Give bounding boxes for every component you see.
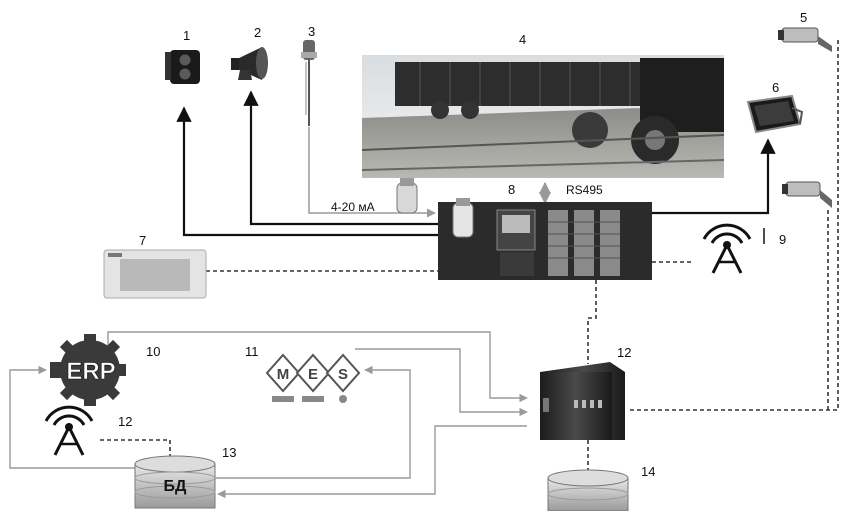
antenna-icon-2 (46, 407, 92, 455)
label-12-server: 12 (617, 345, 631, 360)
floodlight-icon (748, 96, 802, 132)
mes-logo-icon: M E S (267, 355, 359, 403)
label-8: 8 (508, 182, 515, 197)
flow-mes-to-server (355, 349, 527, 412)
erp-label: ERP (66, 358, 115, 385)
rs485-label: RS495 (566, 183, 603, 197)
railcar-photo (362, 55, 724, 178)
label-7: 7 (139, 233, 146, 248)
hmi-panel-icon (104, 250, 206, 298)
load-cell-icon (397, 178, 473, 237)
server-icon (540, 362, 625, 440)
label-12-antenna: 12 (118, 414, 132, 429)
label-11: 11 (245, 344, 259, 359)
label-4: 4 (519, 32, 526, 47)
label-2: 2 (254, 25, 261, 40)
siren-icon (231, 47, 268, 80)
label-5: 5 (800, 10, 807, 25)
mes-m-label: M (277, 366, 290, 383)
label-14: 14 (641, 464, 655, 479)
database-icon-2 (548, 470, 628, 511)
label-3: 3 (308, 24, 315, 39)
db-label: БД (164, 478, 188, 495)
database-icon: БД (135, 456, 215, 508)
mes-s-label: S (338, 366, 348, 383)
label-13: 13 (222, 445, 236, 460)
label-10: 10 (146, 344, 160, 359)
camera-icon-2 (782, 182, 832, 208)
sensor-probe-icon (301, 40, 317, 126)
mes-e-label: E (308, 366, 318, 383)
label-6: 6 (772, 80, 779, 95)
erp-gear-icon: ERP (50, 334, 126, 406)
signal-label: 4-20 мА (331, 200, 375, 214)
antenna-icon (694, 225, 764, 276)
line-plc-to-server (588, 280, 596, 364)
camera-icon (778, 28, 832, 52)
label-1: 1 (183, 28, 190, 43)
flow-server-to-db (218, 426, 527, 494)
traffic-light-icon (165, 50, 200, 84)
label-9: 9 (779, 232, 786, 247)
